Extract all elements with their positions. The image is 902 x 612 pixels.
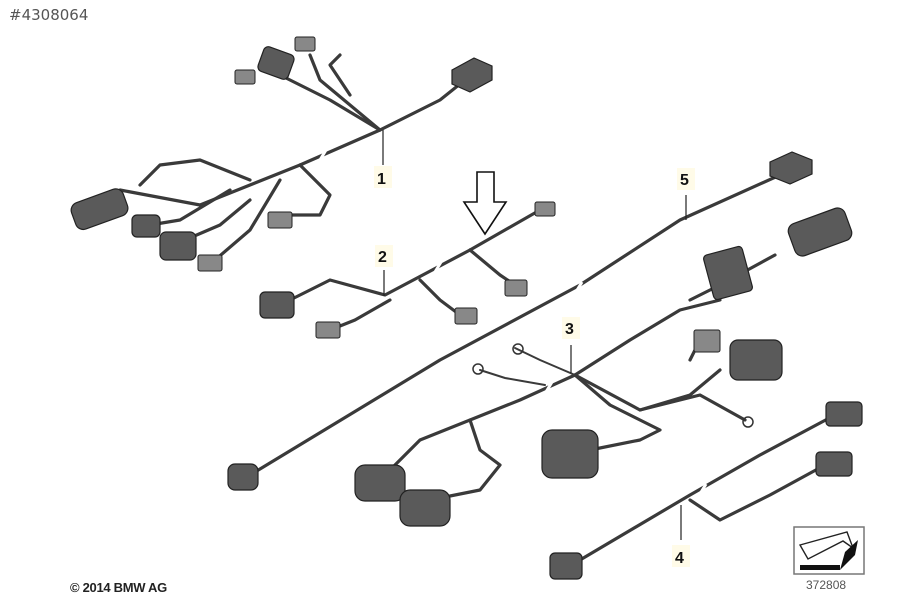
- connector-2e[interactable]: [534, 201, 556, 217]
- ring-terminal-c[interactable]: [742, 416, 754, 428]
- connector-4c[interactable]: [549, 552, 583, 580]
- connector-1h[interactable]: [197, 254, 223, 272]
- connector-1f[interactable]: [131, 214, 161, 238]
- connector-1i[interactable]: [267, 211, 293, 229]
- callout-3-background: [562, 317, 580, 339]
- break-marks: [318, 149, 708, 495]
- callout-5: 5: [680, 172, 689, 189]
- harness-1[interactable]: 1: [69, 36, 493, 272]
- connector-1b[interactable]: [257, 45, 296, 80]
- callout-1: 1: [377, 171, 386, 188]
- callout-4-background: [672, 545, 690, 567]
- callout-5-background: [677, 168, 695, 190]
- pointer-arrow-icon: [462, 171, 508, 236]
- connector-2d[interactable]: [504, 279, 528, 297]
- orientation-arrow-icon: [793, 526, 865, 575]
- harness-4[interactable]: 4: [549, 401, 863, 580]
- connector-3c[interactable]: [693, 329, 721, 353]
- callout-4: 4: [675, 550, 684, 567]
- callout-1-background: [374, 166, 392, 188]
- connector-3d[interactable]: [729, 339, 783, 381]
- ring-terminal-b[interactable]: [472, 363, 484, 375]
- connector-3f[interactable]: [354, 464, 406, 502]
- connector-3a[interactable]: [786, 206, 854, 258]
- connector-5b[interactable]: [227, 463, 259, 491]
- connector-3g[interactable]: [399, 489, 451, 527]
- harness-2[interactable]: 2: [259, 201, 556, 339]
- harness-5[interactable]: 5: [227, 151, 813, 491]
- copyright-notice: © 2014 BMW AG: [70, 580, 167, 595]
- diagram-id: #4308064: [9, 6, 89, 24]
- connector-5a[interactable]: [769, 151, 813, 185]
- connector-1d[interactable]: [234, 69, 256, 85]
- connector-4a[interactable]: [825, 401, 863, 427]
- connector-4b[interactable]: [815, 451, 853, 477]
- figure-number: 372808: [806, 578, 847, 592]
- callout-3: 3: [565, 321, 574, 338]
- callout-2-background: [375, 245, 393, 267]
- callout-2: 2: [378, 249, 387, 266]
- connector-1a[interactable]: [451, 57, 493, 93]
- connector-1e[interactable]: [69, 187, 130, 232]
- ring-terminal-a[interactable]: [512, 343, 524, 355]
- connector-2a[interactable]: [259, 291, 295, 319]
- connector-3e[interactable]: [541, 429, 599, 479]
- connector-2c[interactable]: [454, 307, 478, 325]
- connector-1g[interactable]: [159, 231, 197, 261]
- connector-2b[interactable]: [315, 321, 341, 339]
- connector-3b[interactable]: [703, 245, 754, 301]
- connector-1c[interactable]: [294, 36, 316, 52]
